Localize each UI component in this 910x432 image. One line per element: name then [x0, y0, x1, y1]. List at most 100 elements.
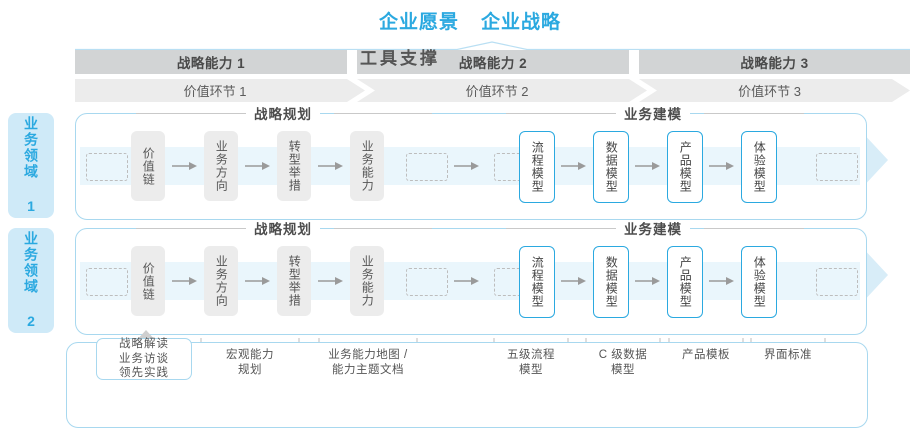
node-data-model-row-1[interactable]: 数据模型 — [593, 131, 629, 203]
value-link-3[interactable]: 价值环节 3 — [639, 79, 910, 102]
node-experience-model-row-1[interactable]: 体验模型 — [741, 131, 777, 203]
node-experience-model-row-2[interactable]: 体验模型 — [741, 246, 777, 318]
arrow-3-row-2 — [318, 277, 343, 285]
arrow-2-row-1 — [245, 162, 270, 170]
modeling-rule-left-row-2 — [506, 228, 621, 229]
node-transformation-initiative-row-2[interactable]: 转型举措 — [277, 246, 311, 316]
tool-box-line-3: 领先实践 — [119, 367, 169, 380]
node-business-direction-row-2-label: 业务方向 — [214, 255, 229, 307]
arrow-6-row-2 — [709, 277, 734, 285]
placeholder-end-row-1 — [816, 153, 858, 181]
domain-row-panel-1: 战略规划 业务建模 价值链 业务方向 转型举措 业务能力 — [75, 105, 867, 220]
node-business-capability-row-1[interactable]: 业务能力 — [350, 131, 384, 201]
planning-rule-right-row-2 — [334, 228, 432, 229]
planning-rule-left-row-2 — [136, 228, 251, 229]
arrow-1-row-1 — [172, 162, 197, 170]
domain-row-panel-2: 战略规划 业务建模 价值链 业务方向 转型举措 业务能力 — [75, 220, 867, 335]
capability-bar-row: 战略能力 1 战略能力 2 战略能力 3 — [75, 50, 910, 74]
planning-rule-left-row-1 — [136, 113, 251, 114]
section-planning-row-1: 战略规划 — [246, 105, 320, 122]
capability-bar-1-label: 战略能力 1 — [176, 56, 246, 71]
section-planning-row-2: 战略规划 — [246, 220, 320, 237]
tool-support-title: 工具支撑 — [360, 49, 440, 68]
arrow-bridge-row-1 — [454, 162, 479, 170]
arrow-5-row-2 — [635, 277, 660, 285]
sidebar-item-domain-2[interactable]: 业务领域 2 — [8, 228, 54, 333]
node-process-model-row-2[interactable]: 流程模型 — [519, 246, 555, 318]
capability-bar-3-label: 战略能力 3 — [740, 56, 809, 71]
value-link-2[interactable]: 价值环节 2 — [357, 79, 647, 102]
arrow-4-row-1 — [561, 162, 586, 170]
section-modeling-row-1: 业务建模 — [616, 105, 690, 122]
top-titles: 企业愿景 企业战略 — [330, 6, 610, 34]
domain-1-label: 业务领域 1 — [23, 115, 39, 216]
placeholder-end-row-2 — [816, 268, 858, 296]
node-transformation-initiative-row-1-label: 转型举措 — [287, 140, 302, 192]
node-transformation-initiative-row-1[interactable]: 转型举措 — [277, 131, 311, 201]
arrow-3-row-1 — [318, 162, 343, 170]
arrow-4-row-2 — [561, 277, 586, 285]
node-experience-model-row-2-label: 体验模型 — [752, 256, 767, 308]
node-business-direction-row-1[interactable]: 业务方向 — [204, 131, 238, 201]
placeholder-mid-row-1 — [406, 153, 448, 181]
enterprise-strategy-title: 企业战略 — [481, 11, 562, 33]
tool-label-data-model: C 级数据 模型 — [598, 349, 648, 376]
node-business-capability-row-2[interactable]: 业务能力 — [350, 246, 384, 316]
tool-box-line-2: 业务访谈 — [119, 352, 169, 365]
value-link-3-label: 价值环节 3 — [738, 84, 801, 99]
arrow-5-row-1 — [635, 162, 660, 170]
tool-label-process-model: 五级流程 模型 — [507, 349, 555, 376]
peak-connector-icon — [75, 41, 910, 50]
node-experience-model-row-1-label: 体验模型 — [752, 141, 767, 193]
modeling-rule-right-row-2 — [704, 228, 804, 229]
tool-box-strategy-interpretation[interactable]: 战略解读 业务访谈 领先实践 — [96, 338, 192, 380]
arrow-2-row-2 — [245, 277, 270, 285]
section-modeling-row-2: 业务建模 — [616, 220, 690, 237]
capability-bar-2[interactable]: 战略能力 2 — [357, 50, 629, 74]
node-data-model-row-1-label: 数据模型 — [604, 141, 619, 193]
tool-label-product-template: 产品模板 — [682, 349, 730, 361]
placeholder-mid-row-2 — [406, 268, 448, 296]
value-link-row: 价值环节 1 价值环节 2 价值环节 3 — [75, 79, 910, 102]
tool-label-interface-standard: 界面标准 — [764, 349, 812, 361]
sidebar-item-domain-1[interactable]: 业务领域 1 — [8, 113, 54, 218]
node-data-model-row-2[interactable]: 数据模型 — [593, 246, 629, 318]
node-process-model-row-1[interactable]: 流程模型 — [519, 131, 555, 203]
arrow-1-row-2 — [172, 277, 197, 285]
node-transformation-initiative-row-2-label: 转型举措 — [287, 255, 302, 307]
placeholder-start-row-2 — [86, 268, 128, 296]
value-link-2-label: 价值环节 2 — [465, 84, 529, 99]
modeling-rule-right-row-1 — [704, 113, 804, 114]
node-product-model-row-1-label: 产品模型 — [678, 141, 693, 193]
tool-label-macro-capability: 宏观能力 规划 — [226, 349, 274, 376]
node-value-chain-row-1-label: 价值链 — [141, 146, 156, 186]
node-business-direction-row-2[interactable]: 业务方向 — [204, 246, 238, 316]
node-process-model-row-1-label: 流程模型 — [530, 141, 545, 193]
planning-rule-right-row-1 — [334, 113, 432, 114]
tool-label-capability-map: 业务能力地图 / 能力主题文档 — [328, 349, 408, 376]
node-product-model-row-2-label: 产品模型 — [678, 256, 693, 308]
node-value-chain-row-2-label: 价值链 — [141, 261, 156, 301]
arrow-bridge-row-2 — [454, 277, 479, 285]
tool-support-panel — [66, 342, 868, 428]
capability-bar-1[interactable]: 战略能力 1 — [75, 50, 347, 74]
capability-bar-3[interactable]: 战略能力 3 — [639, 50, 910, 74]
arrow-6-row-1 — [709, 162, 734, 170]
value-link-1[interactable]: 价值环节 1 — [75, 79, 365, 102]
enterprise-vision-title: 企业愿景 — [378, 11, 459, 33]
value-link-1-label: 价值环节 1 — [183, 84, 247, 99]
capability-bar-2-label: 战略能力 2 — [458, 56, 528, 71]
domain-2-label: 业务领域 2 — [23, 230, 39, 331]
node-product-model-row-2[interactable]: 产品模型 — [667, 246, 703, 318]
node-value-chain-row-2[interactable]: 价值链 — [131, 246, 165, 316]
node-business-direction-row-1-label: 业务方向 — [214, 140, 229, 192]
node-data-model-row-2-label: 数据模型 — [604, 256, 619, 308]
node-product-model-row-1[interactable]: 产品模型 — [667, 131, 703, 203]
node-business-capability-row-1-label: 业务能力 — [360, 140, 375, 192]
placeholder-start-row-1 — [86, 153, 128, 181]
tool-box-line-1: 战略解读 — [119, 338, 169, 351]
modeling-rule-left-row-1 — [506, 113, 621, 114]
node-value-chain-row-1[interactable]: 价值链 — [131, 131, 165, 201]
node-business-capability-row-2-label: 业务能力 — [360, 255, 375, 307]
